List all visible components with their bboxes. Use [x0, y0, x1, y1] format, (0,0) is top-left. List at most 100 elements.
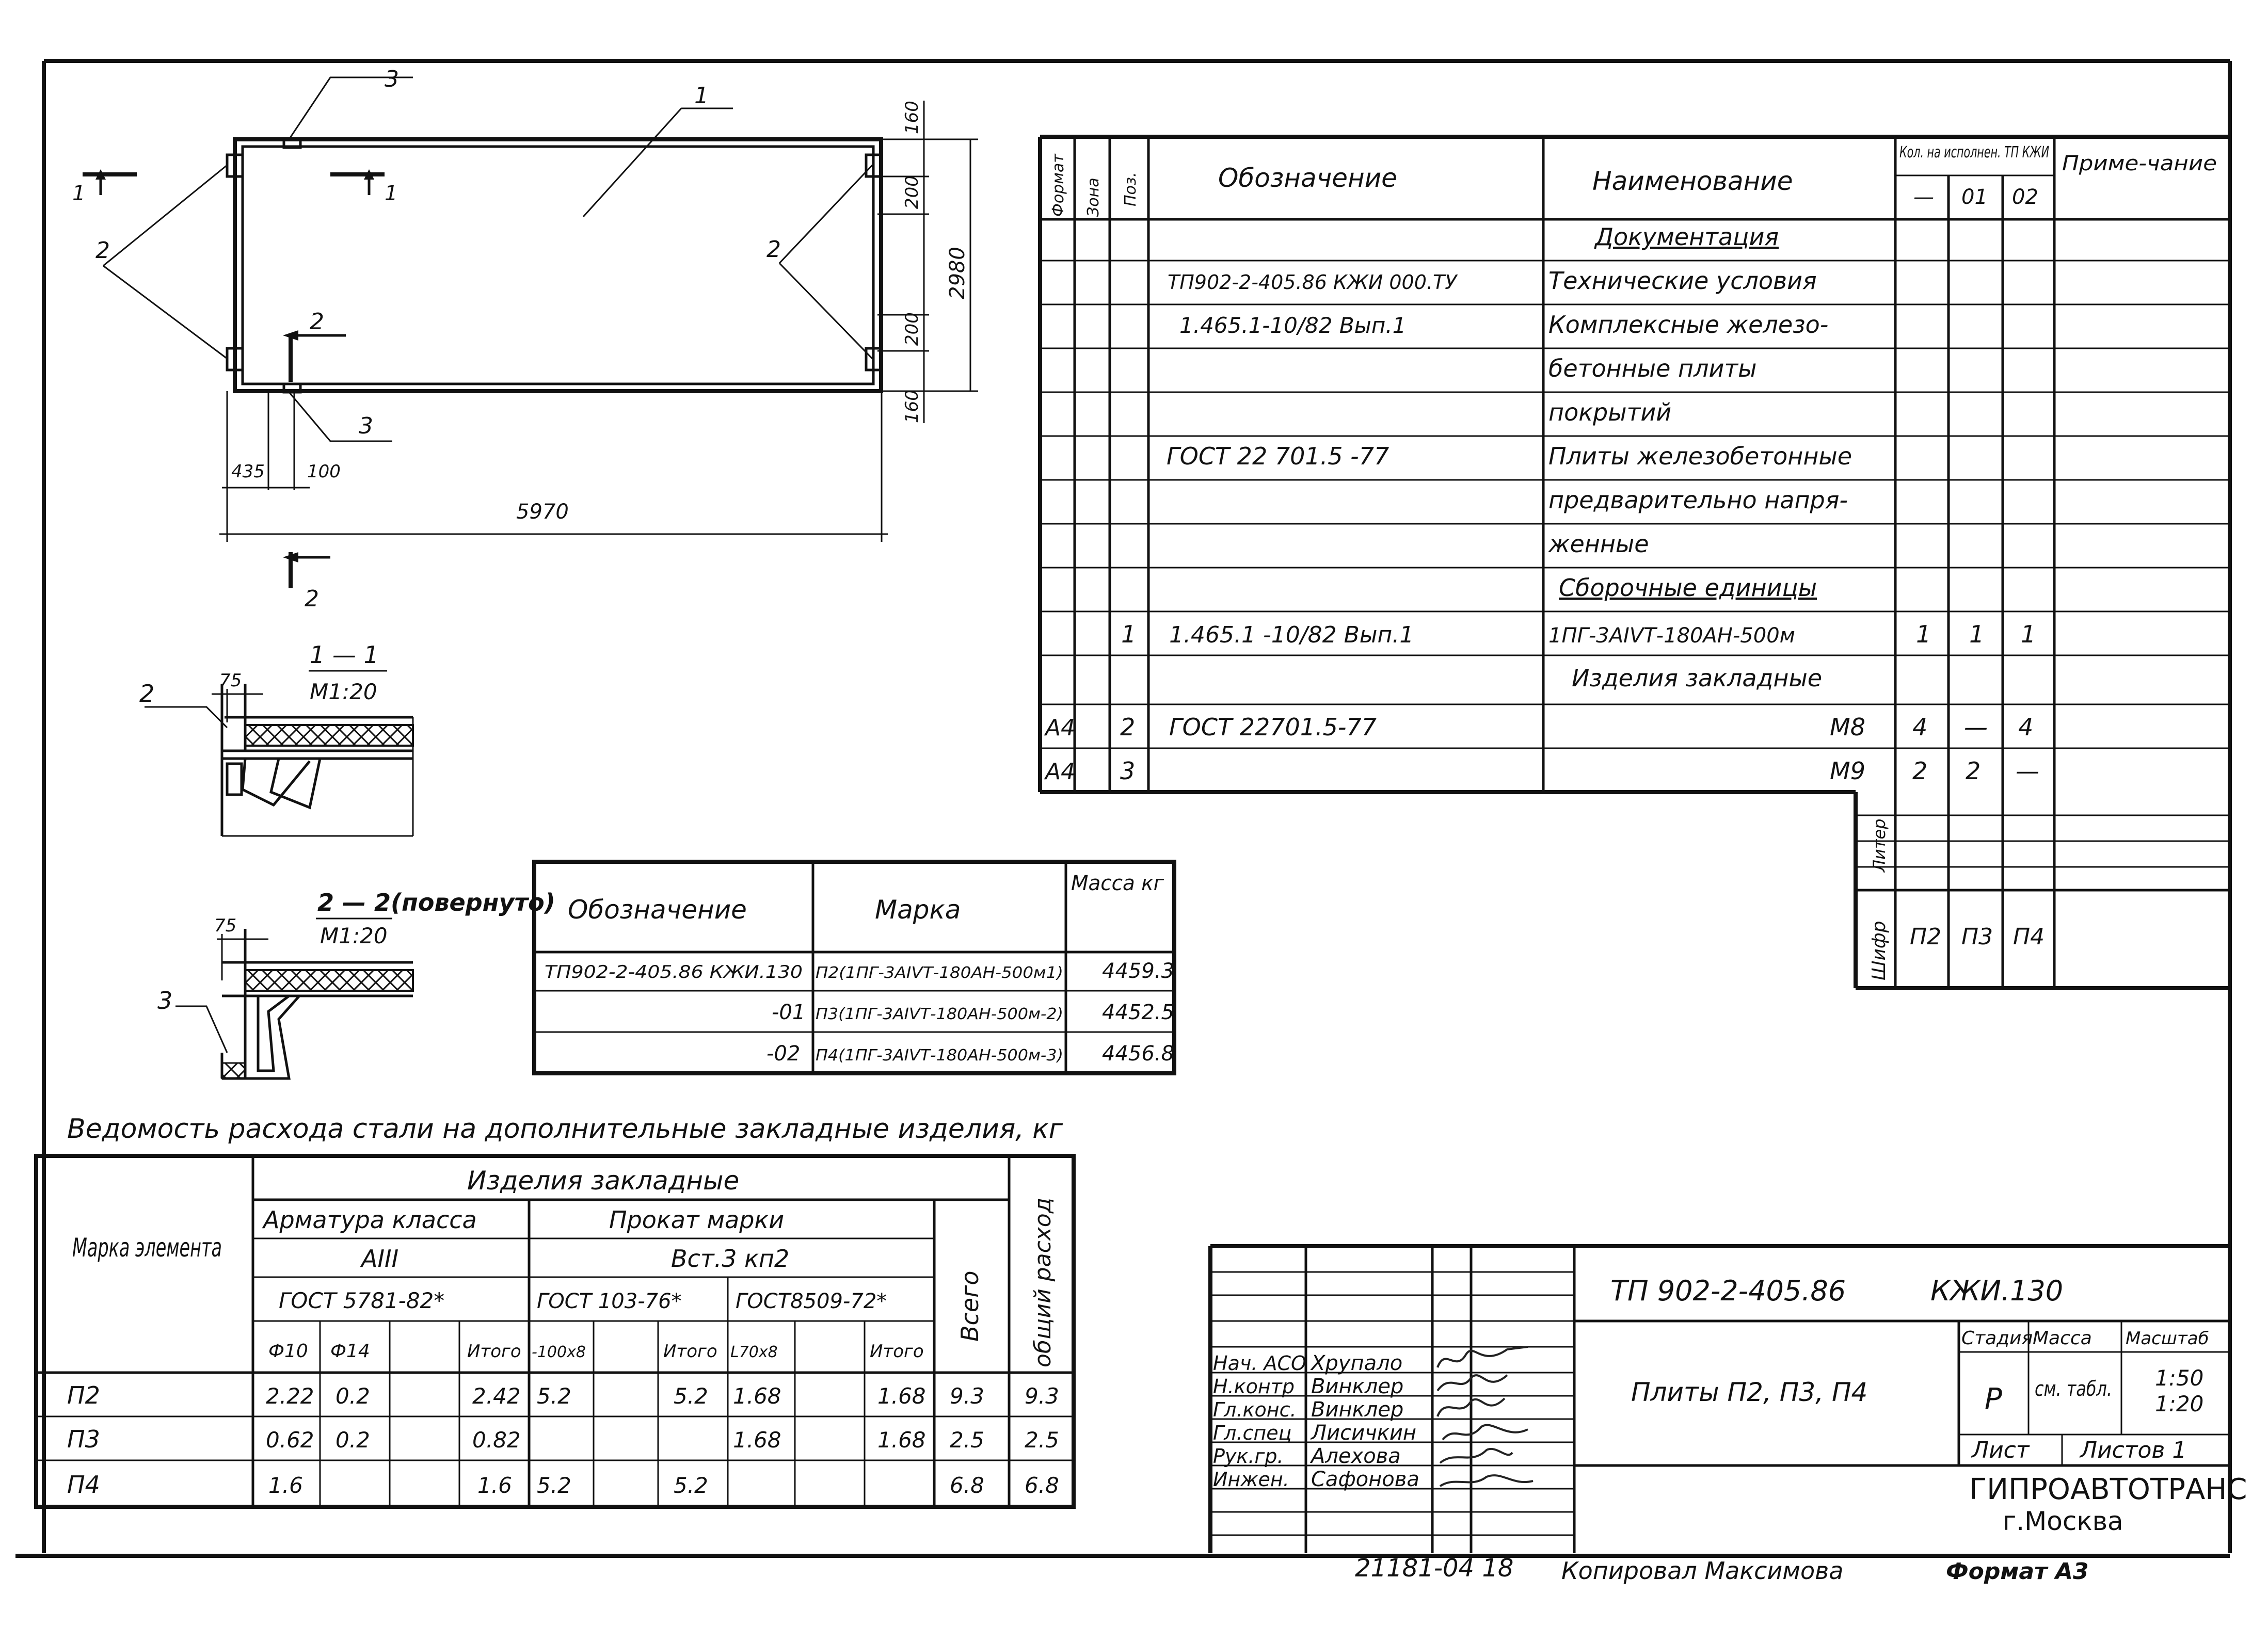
- spec-q2: 4: [2018, 713, 2033, 741]
- spec-q2: —: [2016, 757, 2039, 785]
- spec-q1: 2: [1966, 757, 1980, 785]
- spec-name: Технические условия: [1548, 267, 1817, 295]
- steel-cell: 0.2: [336, 1427, 370, 1453]
- steel-sub-total3: Итого: [870, 1341, 924, 1362]
- dim-insert-width: 100: [307, 461, 341, 482]
- steel-grand: 2.5: [1025, 1427, 1059, 1453]
- role-name: Алехова: [1309, 1444, 1401, 1468]
- title-scale-2: 1:20: [2155, 1391, 2203, 1416]
- role-name: Лисичкин: [1310, 1421, 1416, 1445]
- spec-pos: 2: [1120, 713, 1135, 741]
- steel-header-total: Всего: [956, 1271, 984, 1342]
- spec-name: покрытий: [1548, 398, 1671, 426]
- spec-row-7: женные: [1548, 530, 1649, 558]
- steel-cell: 1.68: [877, 1427, 926, 1453]
- steel-cell: 5.2: [674, 1383, 708, 1409]
- dim-top: 160: [902, 101, 922, 134]
- spec-header-format: Формат: [1049, 153, 1067, 217]
- steel-total: 6.8: [950, 1473, 984, 1498]
- mass-value: 4459.3: [1102, 959, 1174, 983]
- title-scale-label: Масштаб: [2126, 1328, 2209, 1349]
- mass-designation: ТП902-2-405.86 КЖИ.130: [545, 962, 803, 982]
- section-2-dim: 75: [214, 915, 236, 936]
- spec-header-note: Приме-чание: [2062, 152, 2217, 175]
- spec-pos: 3: [1120, 757, 1135, 785]
- section-2-title: 2 — 2(повернуто): [317, 889, 555, 916]
- title-org: ГИПРОАВТОТРАНС: [1969, 1473, 2247, 1506]
- title-mass: см. табл.: [2035, 1377, 2112, 1401]
- steel-cell: 2.42: [472, 1383, 521, 1409]
- spec-name: женные: [1548, 530, 1649, 558]
- spec-name: Комплексные железо-: [1548, 311, 1828, 339]
- mass-header-mass: Масса кг: [1071, 872, 1164, 895]
- spec-row-4: покрытий: [1548, 398, 1671, 426]
- title-doc-mark: КЖИ.130: [1930, 1275, 2063, 1307]
- steel-row-p3: П3 0.62 0.2 0.82 1.68 1.68 2.5 2.5: [67, 1425, 1059, 1453]
- steel-grand: 6.8: [1025, 1473, 1059, 1498]
- section-2-2: 2 — 2(повернуто) M1:20 75 3: [157, 889, 555, 1080]
- steel-mark: П4: [67, 1471, 100, 1499]
- spec-header-qty-0: —: [1913, 185, 1934, 209]
- role-label: Гл.спец: [1213, 1422, 1292, 1444]
- steel-table: Ведомость расхода стали на дополнительны…: [34, 1114, 1076, 1509]
- callout-2-left: 2: [95, 237, 110, 264]
- steel-header-rolled: Прокат марки: [609, 1206, 784, 1234]
- dim-left-offset: 435: [231, 461, 265, 482]
- mass-mark: П3(1ПГ-3АIVТ-180АН-500м-2): [816, 1005, 1063, 1023]
- spec-designation: 1.465.1 -10/82 Вып.1: [1169, 622, 1414, 648]
- steel-cell: 5.2: [537, 1473, 571, 1498]
- spec-header-qty-1: 01: [1961, 185, 1988, 209]
- mass-header-mark: Марка: [875, 895, 961, 925]
- mass-row: ТП902-2-405.86 КЖИ.130 П2(1ПГ-3АIVТ-180А…: [545, 959, 1174, 983]
- steel-mark: П3: [67, 1425, 100, 1453]
- mass-header-designation: Обозначение: [568, 895, 747, 925]
- spec-code-p4: П4: [2013, 924, 2045, 950]
- title-sheets-label: Листов 1: [2079, 1437, 2186, 1463]
- dim-bottom: 160: [902, 390, 922, 423]
- spec-name: Плиты железобетонные: [1548, 442, 1852, 470]
- section-2-callout: 3: [157, 987, 172, 1014]
- title-doc-code: ТП 902-2-405.86: [1610, 1275, 1846, 1307]
- spec-row-series: 1.465.1-10/82 Вып.1 Комплексные железо-: [1179, 311, 1828, 339]
- callout-1: 1: [694, 83, 709, 109]
- spec-row-3: бетонные плиты: [1548, 355, 1757, 382]
- dim-mid-top: 200: [902, 175, 922, 209]
- dim-height: 2980: [946, 247, 969, 299]
- spec-liter-label: Литер: [1870, 819, 1889, 873]
- section-mark-1-right: 1: [385, 182, 397, 205]
- steel-cell: 5.2: [674, 1473, 708, 1498]
- title-block: ТП 902-2-405.86 КЖИ.130 Плиты П2, П3, П4…: [1208, 1244, 2247, 1553]
- steel-sub-total1: Итого: [467, 1341, 521, 1362]
- dim-length: 5970: [516, 500, 569, 524]
- steel-total: 2.5: [950, 1427, 984, 1453]
- callout-2-right: 2: [766, 236, 781, 263]
- mass-mark: П4(1ПГ-3АIVТ-180АН-500м-3): [816, 1046, 1063, 1065]
- steel-cell: 1.68: [733, 1427, 781, 1453]
- spec-name: 1ПГ-3АIVТ-180АН-500м: [1548, 624, 1795, 648]
- steel-header-grand: общий расход: [1030, 1198, 1056, 1367]
- title-roles: Нач. АСО Хрупало Н.контр Винклер Гл.конс…: [1213, 1351, 1419, 1491]
- steel-header-rebar-class: АIII: [360, 1245, 398, 1272]
- specification-table: Формат Зона Поз. Обозначение Наименовани…: [1038, 135, 2230, 990]
- steel-sub-total2: Итого: [663, 1341, 717, 1362]
- sheet-frame: [15, 59, 2232, 1558]
- steel-header-group: Изделия закладные: [467, 1166, 739, 1196]
- mass-row: -02 П4(1ПГ-3АIVТ-180АН-500м-3) 4456.8: [766, 1042, 1174, 1066]
- steel-header-rebar-gost: ГОСТ 5781-82*: [279, 1288, 444, 1313]
- spec-row-assemblies: Сборочные единицы: [1559, 574, 1817, 602]
- steel-total: 9.3: [950, 1383, 984, 1409]
- spec-designation: 1.465.1-10/82 Вып.1: [1179, 313, 1406, 338]
- section-mark-2-bottom: 2: [305, 586, 319, 612]
- mass-value: 4452.5: [1102, 1001, 1174, 1024]
- inventory-number: 21181-04 18: [1355, 1554, 1513, 1583]
- section-mark-1-left: 1: [72, 182, 85, 205]
- steel-header-rolled-grade: Вст.3 кп2: [671, 1245, 789, 1272]
- steel-header-element-1: Марка элемента: [72, 1233, 222, 1263]
- spec-q2: 1: [2021, 620, 2036, 648]
- section-1-scale: M1:20: [310, 679, 377, 704]
- spec-name: бетонные плиты: [1548, 355, 1757, 382]
- steel-cell: 0.82: [472, 1427, 521, 1453]
- section-2-scale: M1:20: [320, 923, 388, 948]
- spec-designation: ГОСТ 22701.5-77: [1169, 713, 1377, 741]
- spec-q0: 1: [1916, 620, 1931, 648]
